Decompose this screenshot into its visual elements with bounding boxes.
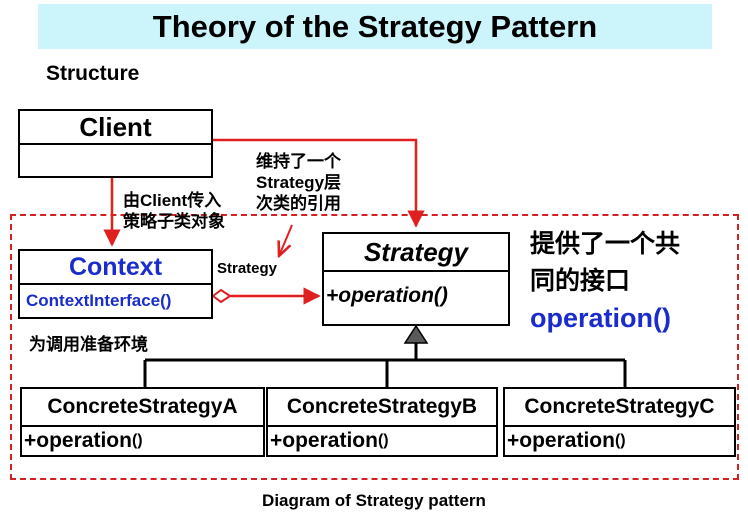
strategy-class: Strategy +operation(): [322, 232, 510, 326]
concrete-strategy-c-body: +operation(): [505, 427, 734, 455]
strategy-class-name: Strategy: [324, 234, 508, 272]
concrete-strategy-a-op: +operation: [24, 429, 132, 452]
concrete-strategy-b-body: +operation(): [268, 427, 496, 455]
strategy-class-body: +operation(): [326, 284, 448, 307]
concrete-strategy-b-name: ConcreteStrategyB: [268, 389, 496, 427]
inheritance-triangle: [403, 324, 429, 344]
concrete-strategy-c-op: +operation: [507, 429, 615, 452]
context-environment-note: 为调用准备环境: [29, 335, 148, 354]
concrete-strategy-c-name: ConcreteStrategyC: [505, 389, 734, 427]
maintain-reference-note: 维持了一个 Strategy层 次类的引用: [256, 151, 341, 214]
concrete-strategy-a-body: +operation(): [22, 427, 263, 455]
concrete-strategy-b-op: +operation: [270, 429, 378, 452]
client-class-body: [20, 145, 211, 176]
concrete-strategy-c-class: ConcreteStrategyC +operation(): [503, 387, 736, 457]
maintain-reference-note-line2: Strategy层: [256, 173, 342, 192]
concrete-strategy-b-class: ConcreteStrategyB +operation(): [266, 387, 498, 457]
concrete-strategy-a-op-parens: (): [131, 432, 143, 449]
concrete-strategy-c-op-parens: (): [614, 432, 626, 449]
maintain-reference-note-line1: 维持了一个: [256, 152, 341, 171]
context-class-body: ContextInterface(): [26, 291, 172, 310]
concrete-strategy-b-op-parens: (): [377, 432, 389, 449]
section-label: Structure: [46, 62, 140, 85]
interface-note-line1: 提供了一个共: [530, 230, 681, 258]
pattern-boundary: [10, 214, 739, 480]
client-passes-note: 由Client传入 策略子类对象: [123, 190, 225, 232]
client-to-strategy-arrow: [213, 138, 425, 228]
client-passes-note-line2: 策略子类对象: [123, 212, 225, 231]
context-class-name: Context: [20, 251, 211, 285]
client-passes-note-line1: 由Client传入: [123, 191, 222, 210]
interface-note-line3: operation(): [530, 303, 671, 333]
interface-note: 提供了一个共 同的接口 operation(): [530, 226, 680, 337]
page-title: Theory of the Strategy Pattern: [38, 4, 712, 49]
concrete-strategy-a-class: ConcreteStrategyA +operation(): [20, 387, 265, 457]
note-pointer-arrow: [279, 224, 293, 256]
concrete-strategy-a-name: ConcreteStrategyA: [22, 389, 263, 427]
aggregation-diamond: [211, 288, 232, 304]
maintain-reference-note-line3: 次类的引用: [256, 194, 341, 213]
client-class-name: Client: [20, 111, 211, 145]
association-label: Strategy: [217, 260, 278, 277]
client-class: Client: [18, 109, 213, 178]
context-class: Context ContextInterface(): [18, 249, 213, 319]
interface-note-line2: 同的接口: [530, 267, 631, 295]
diagram-caption: Diagram of Strategy pattern: [262, 491, 486, 510]
